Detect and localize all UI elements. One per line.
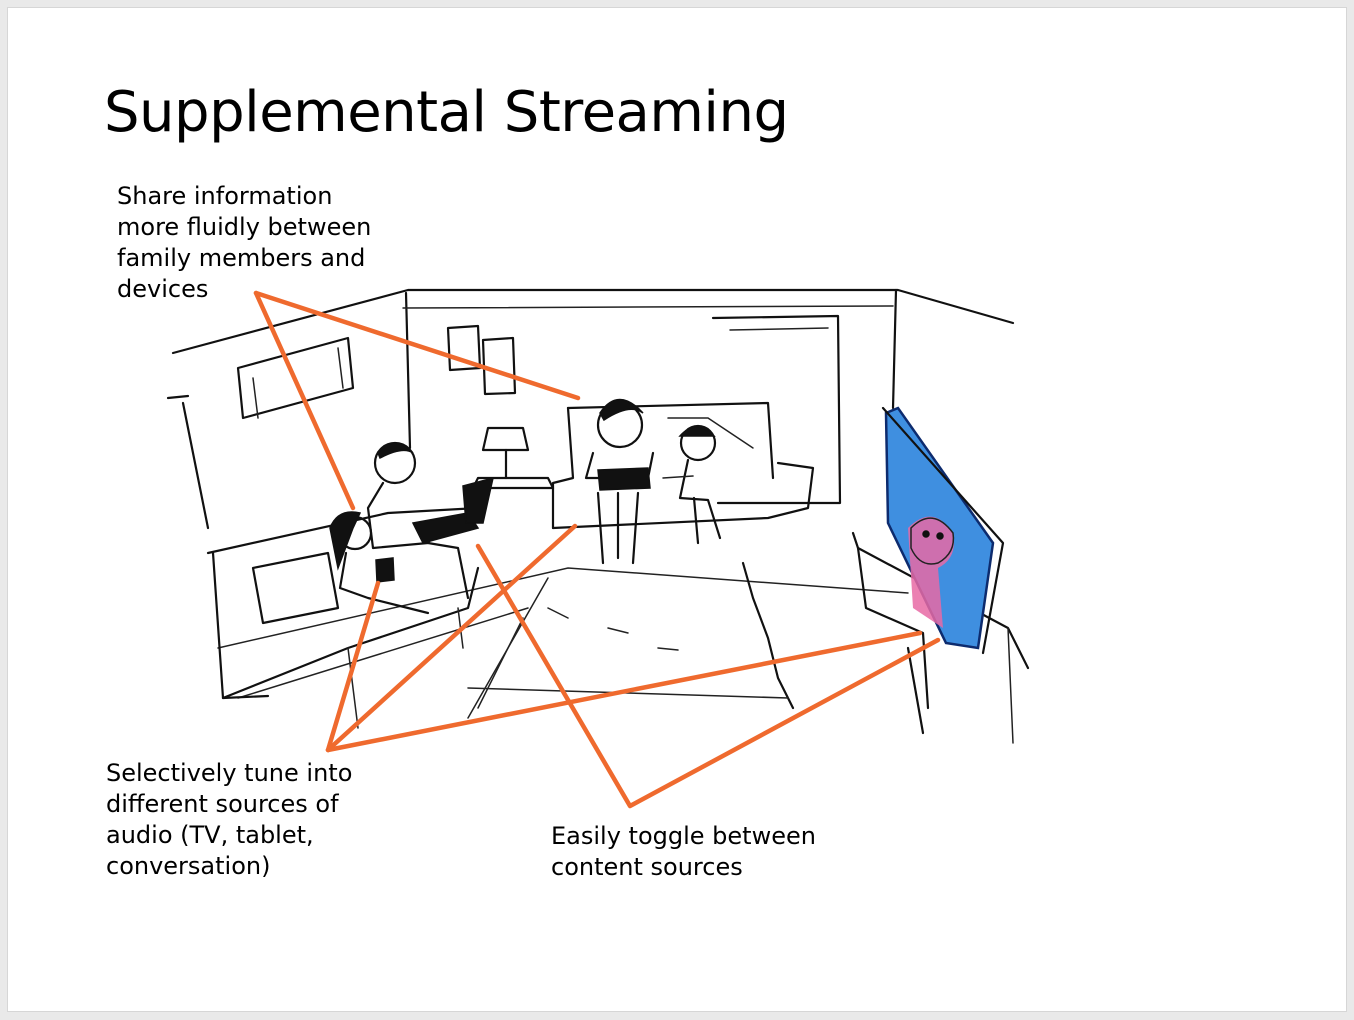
annotation-toggle-line: Easily toggle between — [551, 822, 816, 850]
child-left-with-tablet — [329, 511, 430, 615]
tv-stand-and-tv — [851, 406, 1030, 744]
annotation-share-line: family members and — [117, 244, 366, 272]
callout-lines — [253, 290, 941, 809]
annotation-tune-line: conversation) — [106, 852, 271, 880]
slide: Supplemental Streaming — [7, 7, 1347, 1012]
annotation-tune-line: audio (TV, tablet, — [106, 821, 314, 849]
adult-left-with-laptop — [366, 441, 495, 600]
living-room-sketch — [166, 288, 1030, 809]
annotation-easily-toggle: Easily toggle between content sources — [551, 821, 816, 883]
child-right — [662, 424, 722, 545]
annotation-share-line: more fluidly between — [117, 213, 372, 241]
slide-title: Supplemental Streaming — [104, 80, 789, 145]
annotation-tune-line: Selectively tune into — [106, 759, 353, 787]
annotation-share-information: Share information more fluidly between f… — [117, 181, 371, 305]
annotation-share-line: Share information — [117, 182, 333, 210]
adult-center-with-laptop — [584, 398, 655, 565]
sofa-back — [551, 401, 815, 530]
lamp — [471, 426, 555, 490]
annotation-toggle-line: content sources — [551, 853, 743, 881]
annotation-share-line: devices — [117, 275, 209, 303]
annotation-selectively-tune: Selectively tune into different sources … — [106, 758, 352, 882]
annotation-tune-line: different sources of — [106, 790, 339, 818]
room-walls — [166, 288, 1015, 719]
